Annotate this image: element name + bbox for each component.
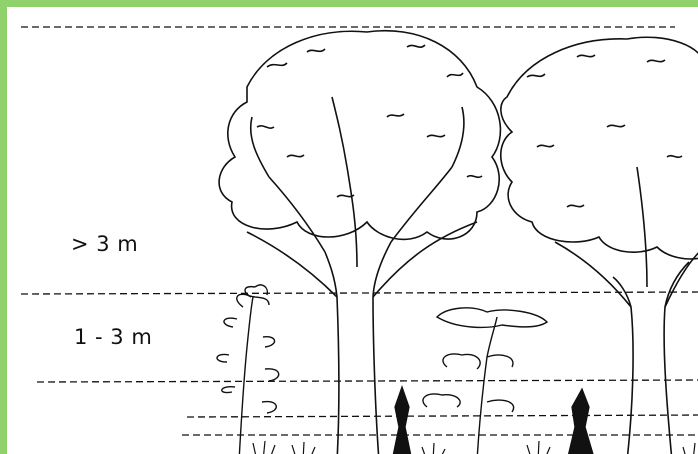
tree-icon	[219, 31, 500, 454]
stratum-lines	[21, 27, 698, 435]
line-lower	[187, 415, 698, 417]
stratum-label-middle: 1 - 3 m	[74, 325, 152, 349]
line-1m	[37, 380, 698, 382]
stratum-label-top: > 3 m	[71, 232, 138, 256]
line-3m	[21, 292, 698, 294]
tree-icon	[217, 285, 279, 454]
shrub-icon	[392, 387, 595, 454]
forest-strata-illustration	[7, 7, 698, 454]
grass-icon	[253, 441, 698, 454]
tree-icon	[423, 308, 547, 454]
tree-icon	[501, 37, 698, 454]
